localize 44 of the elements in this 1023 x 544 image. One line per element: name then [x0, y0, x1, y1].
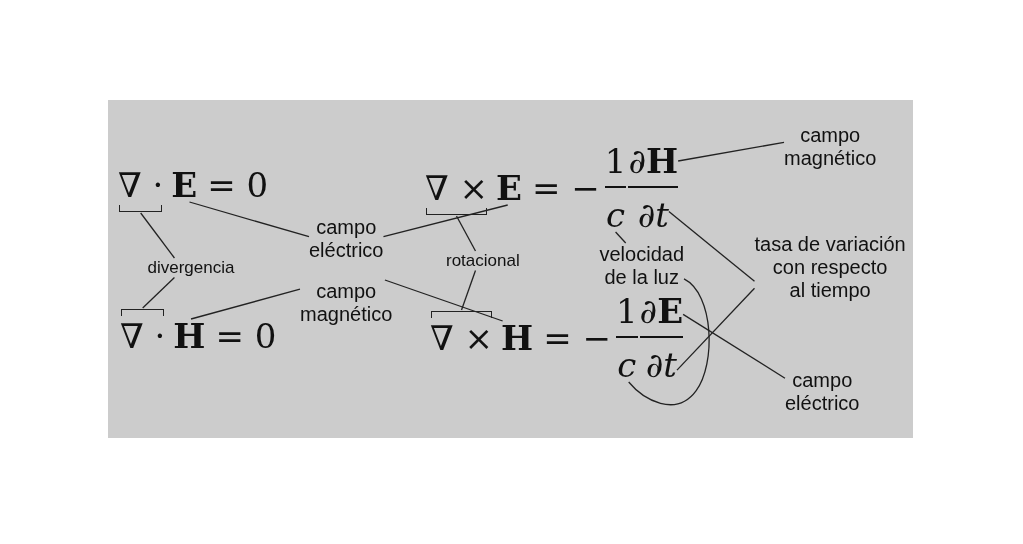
leader-line	[614, 231, 627, 244]
math-term: = −	[531, 171, 600, 205]
leader-line	[676, 287, 756, 371]
leader-line	[188, 201, 310, 238]
math-term: = 0	[207, 168, 269, 202]
leader-line	[190, 288, 301, 320]
vector-symbol: E	[657, 294, 684, 328]
vector-symbol: E	[496, 171, 522, 205]
curl-operator: ∇ ×	[430, 310, 494, 355]
divergence-operator: ∇ ·	[120, 308, 166, 353]
partial-symbol: ∂	[639, 294, 658, 328]
curved-leader-line	[628, 278, 710, 406]
leader-line	[677, 141, 785, 162]
math-term: = −	[543, 321, 611, 355]
partial-symbol: ∂	[628, 144, 646, 178]
leader-line	[682, 313, 786, 379]
annotation-label: campo magnético	[300, 280, 393, 326]
math-digit: 1	[604, 144, 627, 178]
annotation-label: tasa de variación con respecto al tiempo	[754, 233, 906, 302]
leader-line	[455, 215, 477, 252]
vector-symbol: H	[646, 144, 679, 178]
leader-line	[142, 276, 176, 309]
vector-symbol: H	[173, 319, 206, 353]
annotation-label: velocidad de la luz	[599, 243, 684, 289]
leader-line	[384, 279, 504, 322]
divergence-operator: ∇ ·	[118, 168, 164, 213]
derivative-term: ∂t	[637, 198, 669, 232]
annotation-label: campo eléctrico	[785, 369, 860, 415]
vector-symbol: E	[171, 168, 198, 202]
math-term: = 0	[215, 319, 277, 353]
curl-operator: ∇ ×	[425, 171, 489, 216]
leader-line	[668, 210, 756, 282]
leader-line	[140, 212, 176, 259]
variable-symbol: c	[606, 198, 626, 232]
math-digit: 1	[615, 294, 638, 328]
leader-line	[460, 269, 477, 311]
annotation-label: divergencia	[147, 258, 235, 278]
annotation-label: rotacional	[446, 251, 520, 271]
variable-symbol: c	[617, 348, 637, 382]
derivative-term: ∂t	[645, 348, 677, 382]
vector-symbol: H	[501, 321, 534, 355]
leader-line	[382, 204, 509, 238]
annotation-label: campo eléctrico	[309, 216, 384, 262]
annotation-label: campo magnético	[784, 124, 877, 170]
